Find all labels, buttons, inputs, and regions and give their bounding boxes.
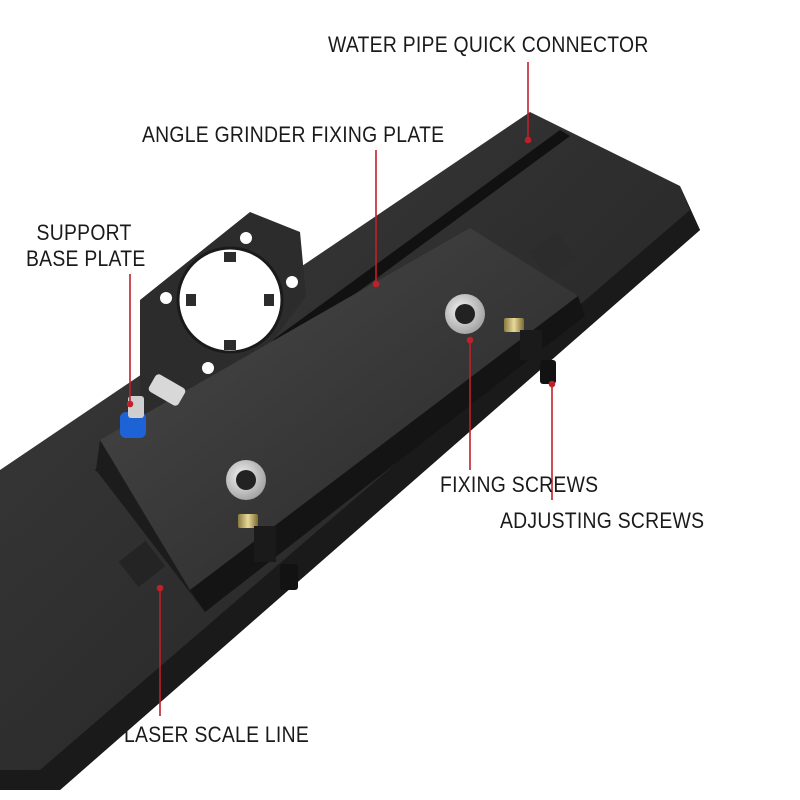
fixing-screw-upper: [445, 294, 485, 334]
label-fixing-screws: FIXING SCREWS: [440, 472, 599, 497]
adjusting-screw-upper: [504, 318, 556, 384]
fixing-screw-lower: [226, 460, 266, 500]
laser-scale-mark: [118, 540, 166, 588]
callout-leader-lines: [126, 62, 556, 716]
adjusting-screw-lower: [238, 514, 298, 590]
label-support-base-plate: SUPPORT BASE PLATE: [26, 220, 146, 272]
label-support-line1: SUPPORT: [36, 220, 132, 245]
angle-grinder-fixing-plate: [140, 212, 306, 440]
label-water-pipe-quick-connector: WATER PIPE QUICK CONNECTOR: [328, 32, 649, 57]
label-support-line2: BASE PLATE: [26, 246, 146, 271]
label-angle-grinder-fixing-plate: ANGLE GRINDER FIXING PLATE: [142, 122, 445, 147]
label-laser-scale-line: LASER SCALE LINE: [124, 722, 310, 747]
label-adjusting-screws: ADJUSTING SCREWS: [500, 508, 705, 533]
